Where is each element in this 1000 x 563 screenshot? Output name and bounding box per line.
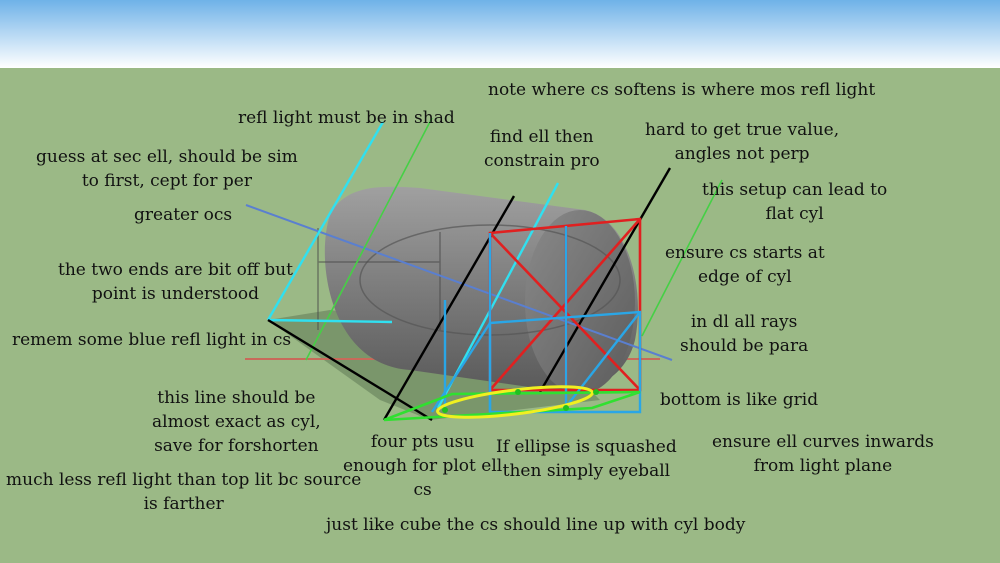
ellipse-plot-points: [442, 389, 599, 413]
note-line: should be para: [680, 336, 809, 356]
note-line: guess at sec ell, should be sim: [36, 147, 298, 167]
blue-axis-line: [245, 204, 673, 361]
note-ellipse-squashed: If ellipse is squashed then simply eyeba…: [496, 435, 677, 483]
note-much-less-refl: much less refl light than top lit bc sou…: [6, 468, 361, 516]
note-line: to first, cept for per: [81, 171, 252, 191]
note-two-ends: the two ends are bit off but point is un…: [58, 258, 293, 306]
note-line: find ell then: [489, 127, 594, 147]
note-line: point is understood: [91, 284, 260, 304]
note-line: note where cs softens is where mos refl …: [488, 80, 876, 100]
note-line: flat cyl: [765, 204, 824, 224]
note-line: much less refl light than top lit bc sou…: [6, 470, 362, 490]
note-find-ell: find ell then constrain pro: [484, 125, 600, 173]
blue-wire-box: [430, 226, 642, 414]
note-line: this line should be: [157, 388, 316, 408]
note-line: four pts usu: [370, 432, 475, 452]
note-curves-inwards: ensure ell curves inwards from light pla…: [712, 430, 934, 478]
note-hard-true-value: hard to get true value, angles not perp: [645, 118, 839, 166]
note-line: greater ocs: [134, 205, 233, 225]
note-guess-sec-ell: guess at sec ell, should be sim to first…: [36, 145, 298, 193]
note-line: enough for plot ell: [343, 456, 503, 476]
note-line: bottom is like grid: [660, 390, 819, 410]
note-line: ensure cs starts at: [665, 243, 825, 263]
note-line: then simply eyeball: [502, 461, 671, 481]
note-flat-cyl: this setup can lead to flat cyl: [702, 178, 887, 226]
note-greater-ocs: greater ocs: [134, 203, 232, 227]
note-line: hard to get true value,: [645, 120, 840, 140]
note-bottom-grid: bottom is like grid: [660, 388, 818, 412]
note-mos-refl-light: note where cs softens is where mos refl …: [488, 78, 875, 102]
cylinder-box-guides: [317, 228, 441, 330]
note-line: the two ends are bit off but: [58, 260, 293, 280]
note-four-pts: four pts usu enough for plot ell cs: [343, 430, 502, 502]
note-dl-rays: in dl all rays should be para: [680, 310, 808, 358]
note-line: in dl all rays: [690, 312, 798, 332]
note-line: from light plane: [753, 456, 893, 476]
yellow-ellipse: [436, 385, 594, 419]
note-line: cs: [413, 480, 432, 500]
note-line: constrain pro: [484, 151, 600, 171]
note-line: this setup can lead to: [702, 180, 888, 200]
sky: [0, 0, 1000, 68]
note-line-exact: this line should be almost exact as cyl,…: [152, 386, 321, 458]
note-line: refl light must be in shad: [238, 108, 455, 128]
note-line: edge of cyl: [697, 267, 792, 287]
note-line: remem some blue refl light in cs: [12, 330, 292, 350]
note-refl-light-shad: refl light must be in shad: [238, 106, 455, 130]
note-ensure-cs-starts: ensure cs starts at edge of cyl: [665, 241, 825, 289]
note-line: is farther: [143, 494, 224, 514]
note-line: angles not perp: [674, 144, 810, 164]
green-light-rays: [305, 117, 723, 361]
note-line: ensure ell curves inwards: [712, 432, 934, 452]
note-remem-blue: remem some blue refl light in cs: [12, 328, 291, 352]
note-line: just like cube the cs should line up wit…: [326, 515, 746, 535]
note-line: If ellipse is squashed: [496, 437, 677, 457]
note-line: save for forshorten: [154, 436, 319, 456]
note-line: almost exact as cyl,: [152, 412, 321, 432]
note-like-cube: just like cube the cs should line up wit…: [326, 513, 745, 537]
